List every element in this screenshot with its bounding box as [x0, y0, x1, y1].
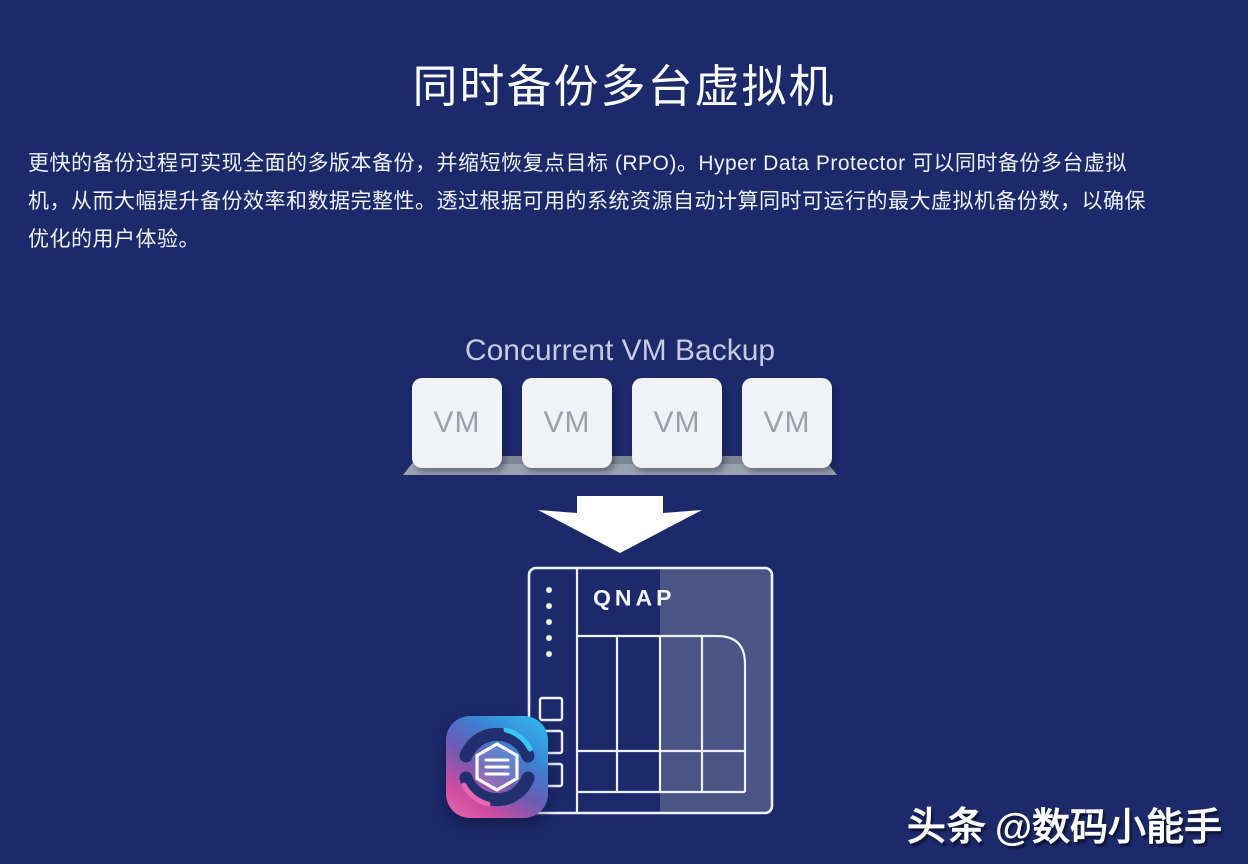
vm-box-2: VM: [522, 378, 612, 468]
vm-box-3: VM: [632, 378, 722, 468]
watermark: 头条@数码小能手: [907, 796, 1222, 852]
vm-box-4: VM: [742, 378, 832, 468]
nas-panel-highlight: [660, 568, 772, 813]
vm-box-label: VM: [763, 406, 811, 439]
nas-illustration: [527, 566, 774, 815]
watermark-platform: 头条: [906, 806, 987, 849]
nas-drive-bays: [577, 634, 747, 794]
watermark-handle: @数码小能手: [994, 807, 1222, 849]
paragraph-line-3: 优化的用户体验。: [28, 228, 200, 251]
page-title: 同时备份多台虚拟机: [412, 61, 836, 112]
vm-box-1: VM: [412, 378, 502, 468]
vm-platform-bar: [403, 456, 837, 475]
down-arrow-icon: [538, 496, 702, 553]
qnap-brand-logo: QNAP: [593, 585, 676, 611]
vm-box-label: VM: [543, 406, 591, 439]
vm-box-label: VM: [653, 406, 701, 439]
hyper-data-protector-icon: [446, 716, 548, 818]
diagram-heading: Concurrent VM Backup: [464, 334, 776, 367]
nas-status-leds: [546, 587, 552, 657]
paragraph-line-2: 机，从而大幅提升备份效率和数据完整性。透过根据可用的系统资源自动计算同时可运行的…: [28, 190, 1146, 213]
intro-paragraph: 更快的备份过程可实现全面的多版本备份，并缩短恢复点目标 (RPO)。Hyper …: [28, 145, 1236, 259]
paragraph-line-1: 更快的备份过程可实现全面的多版本备份，并缩短恢复点目标 (RPO)。Hyper …: [28, 152, 1127, 175]
vm-box-label: VM: [433, 406, 481, 439]
